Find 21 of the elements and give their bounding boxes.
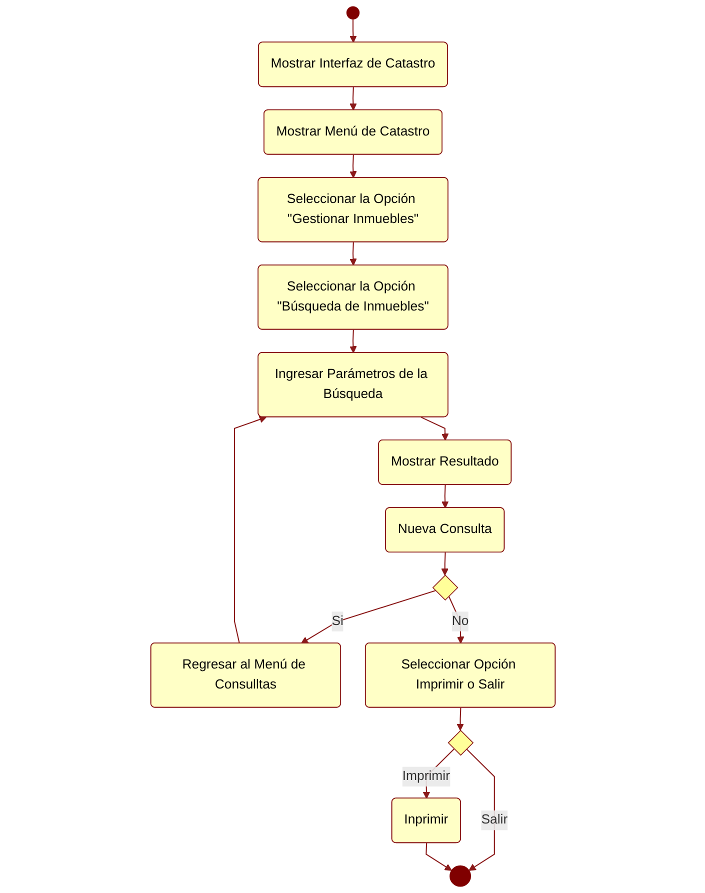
arrow [349,242,356,266]
arrow [300,590,436,644]
arrow [456,708,464,731]
edge-label: No [451,614,468,628]
edge-label: Imprimir [402,769,450,784]
edge-label: Salir [480,812,508,827]
node-circle [449,865,471,887]
edge-label: Si [331,614,343,628]
node-circle [346,6,360,20]
node-diamond [432,574,458,601]
arrow [425,843,452,871]
arrow [349,154,356,178]
arrow [233,416,266,644]
arrow [349,330,356,354]
arrow [420,416,448,441]
arrow [448,596,464,644]
arrow [440,552,448,576]
arrow [440,484,448,508]
arrow [349,87,356,110]
node-diamond [447,730,474,756]
arrow [349,18,356,43]
